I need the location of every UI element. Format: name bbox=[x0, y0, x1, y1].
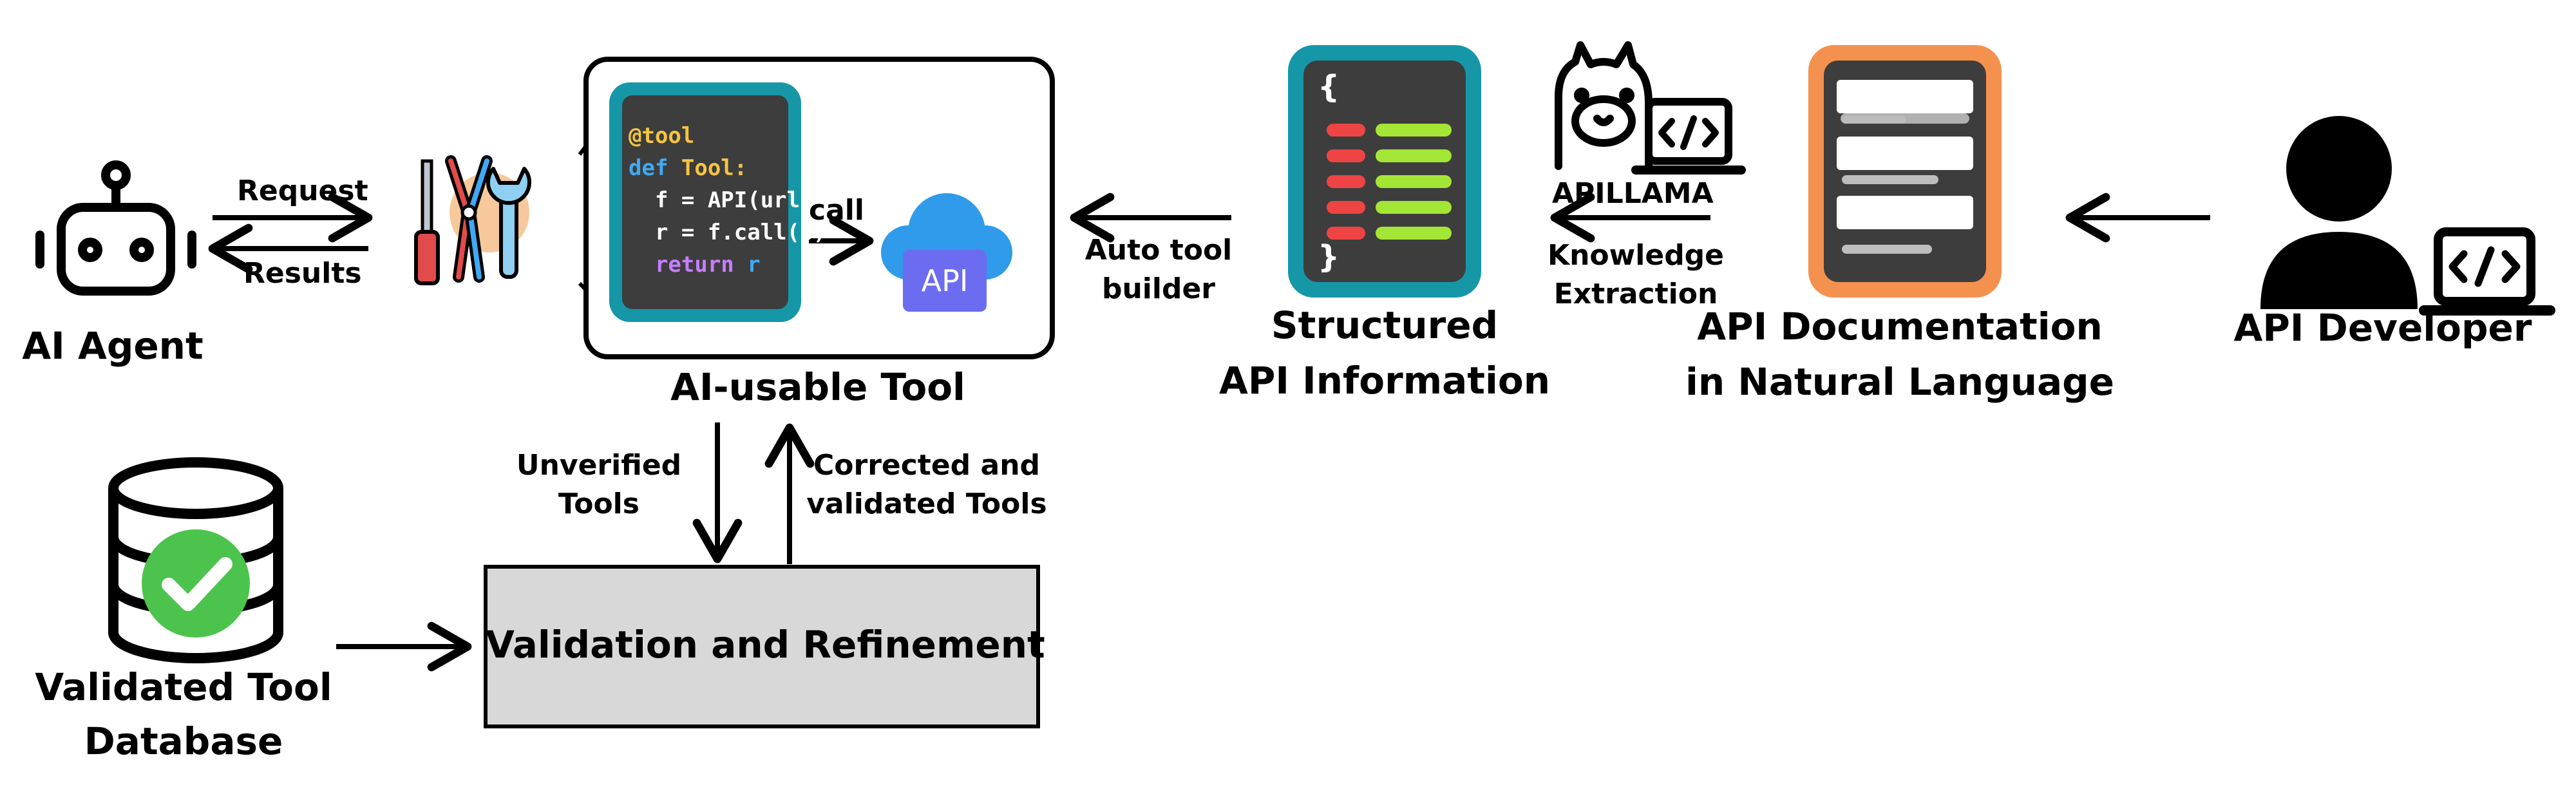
knowledge-extraction-line-2: Extraction bbox=[1553, 278, 1718, 310]
code-line-5: return r bbox=[629, 252, 761, 278]
developer-person-icon bbox=[2260, 116, 2418, 309]
code-line-2: def Tool: bbox=[629, 155, 748, 181]
documentation-doc-icon bbox=[1808, 45, 2002, 298]
documentation-label-line-1: API Documentation bbox=[1697, 305, 2103, 348]
structured-doc-icon bbox=[1288, 45, 1481, 298]
laptop-code-icon bbox=[1631, 98, 1746, 175]
tools-icon bbox=[414, 155, 531, 285]
developer-label: API Developer bbox=[2233, 306, 2532, 350]
corrected-line-1: Corrected and bbox=[813, 449, 1041, 482]
validation-label: Validation and Refinement bbox=[486, 623, 1045, 667]
code-panel bbox=[622, 95, 788, 309]
code-line-3: f = API(url) bbox=[629, 187, 813, 213]
corrected-line-2: validated Tools bbox=[806, 488, 1047, 520]
knowledge-extraction-line-1: Knowledge bbox=[1547, 239, 1725, 272]
apillama-label: APILLAMA bbox=[1552, 177, 1714, 210]
code-line-1: @tool bbox=[629, 123, 695, 149]
code-line-5-accent: r bbox=[747, 252, 761, 278]
structured-label-line-1: Structured bbox=[1271, 303, 1499, 347]
database-label-line-2: Database bbox=[84, 719, 283, 763]
results-label: Results bbox=[243, 257, 362, 290]
auto-tool-builder-line-2: builder bbox=[1101, 272, 1216, 305]
code-line-4: r = f.call(p) bbox=[629, 220, 827, 245]
api-badge-label: API bbox=[921, 263, 969, 298]
structured-brace-close: } bbox=[1318, 239, 1340, 275]
validation-box bbox=[484, 565, 1040, 728]
request-label: Request bbox=[237, 175, 368, 207]
call-label: call bbox=[809, 194, 864, 227]
agent-label: AI Agent bbox=[22, 324, 204, 368]
database-label-line-1: Validated Tool bbox=[35, 665, 332, 709]
check-badge-icon bbox=[142, 529, 250, 638]
unverified-line-2: Tools bbox=[558, 488, 639, 520]
tool-label: AI-usable Tool bbox=[670, 365, 965, 409]
code-line-2-accent: Tool: bbox=[681, 155, 748, 181]
auto-tool-builder-line-1: Auto tool bbox=[1084, 234, 1233, 267]
api-cloud-icon bbox=[881, 193, 1012, 312]
llama-icon bbox=[1555, 41, 1653, 170]
documentation-label-line-2: in Natural Language bbox=[1685, 360, 2115, 404]
robot-icon bbox=[35, 160, 196, 296]
developer-laptop-icon bbox=[2419, 227, 2555, 316]
structured-label-line-2: API Information bbox=[1218, 359, 1551, 402]
structured-brace-open: { bbox=[1318, 69, 1340, 105]
unverified-line-1: Unverified bbox=[516, 449, 682, 482]
